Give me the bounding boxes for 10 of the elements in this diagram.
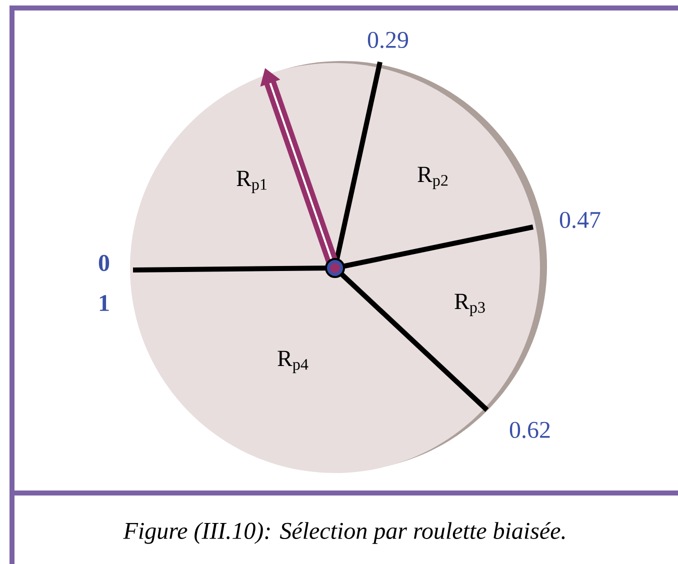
sector-label: R$_{p4}$ [278, 350, 308, 374]
caption: Figure (III.10): Sélection par roulette biaisée. [123, 522, 565, 544]
sector-label: R$_{p1}$ [236, 170, 267, 194]
sector-label: R$_{p3}$ [454, 294, 485, 316]
value-label: 0.29 [368, 32, 408, 48]
value-label: 1 [100, 295, 109, 311]
sector-label: R$_{p2}$ [418, 166, 448, 190]
value-label: 0.47 [560, 212, 600, 228]
value-label: 0.62 [510, 422, 550, 438]
value-label: 0 [98, 254, 110, 272]
